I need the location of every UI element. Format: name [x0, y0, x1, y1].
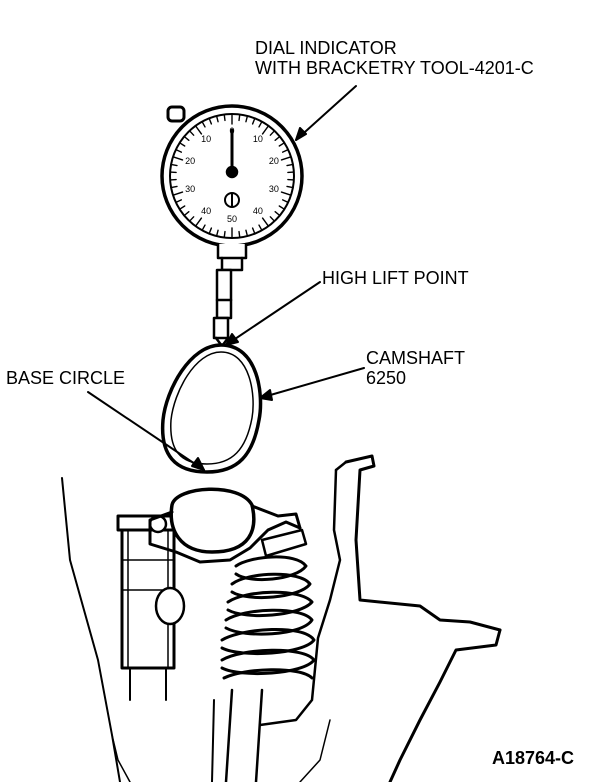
camshaft-label-line2: 6250 [366, 368, 407, 388]
dial-number: 50 [226, 214, 237, 224]
figure-id-label: A18764-C [492, 748, 575, 768]
dial-number: 10 [252, 134, 263, 145]
dial-tick [238, 230, 241, 239]
dial-tick [201, 120, 206, 128]
dial-tick [245, 115, 249, 123]
dial-number: 0 [229, 126, 235, 136]
dial-tick [269, 130, 276, 136]
dial-tick [274, 210, 281, 217]
camshaft-lobe [160, 343, 263, 474]
dial-tick [172, 156, 184, 161]
dial-tick [201, 224, 206, 232]
dial-tick [178, 142, 186, 147]
dial-number: 40 [252, 205, 263, 216]
dial-tick [245, 229, 249, 237]
dial-number: 30 [185, 183, 196, 194]
dial-number: 20 [185, 156, 196, 167]
dial-tick [281, 199, 289, 204]
dial-number: 10 [201, 134, 212, 145]
dial-tick [208, 117, 213, 125]
dial-tick [280, 191, 292, 196]
dial-tick [238, 113, 241, 122]
dial-tick [261, 125, 270, 135]
dial-tick [170, 163, 178, 167]
dial-tick [281, 148, 289, 153]
dial-tick [286, 163, 294, 167]
dial-tick [175, 199, 183, 204]
dial-tick [223, 113, 226, 122]
dial-tick [172, 191, 184, 196]
dial-number: 20 [268, 156, 279, 167]
dial-tick [278, 205, 286, 210]
dial-tick [194, 217, 203, 227]
dial-tick [170, 185, 178, 189]
dial-indicator-label-line2: WITH BRACKETRY TOOL-4201-C [255, 58, 534, 78]
dial-tick [194, 125, 203, 135]
dial-tick [188, 216, 195, 222]
dial-tick [188, 130, 195, 136]
dial-tick [269, 216, 276, 222]
dial-tick [251, 227, 256, 235]
dial-indicator-label-line1: DIAL INDICATOR [255, 38, 397, 58]
dial-tick [274, 135, 281, 142]
dial-tick [208, 227, 213, 235]
dial-tick [261, 217, 270, 227]
rocker-arm-assembly [61, 454, 502, 782]
dial-tick [178, 205, 186, 210]
camshaft-label-line1: CAMSHAFT [366, 348, 465, 368]
dial-indicator [160, 104, 304, 348]
leader-lines [87, 85, 365, 471]
dial-tick [215, 115, 219, 123]
dial-tick [175, 148, 183, 153]
dial-number: 40 [201, 205, 212, 216]
high-lift-point-label: HIGH LIFT POINT [322, 268, 469, 288]
dial-tick [215, 229, 219, 237]
dial-tick [278, 142, 286, 147]
dial-tick [251, 117, 256, 125]
dial-tick [258, 120, 263, 128]
dial-number: 30 [268, 183, 279, 194]
dial-tick [258, 224, 263, 232]
dial-tick [223, 230, 226, 239]
base-circle-label: BASE CIRCLE [6, 368, 126, 388]
dial-tick [286, 185, 294, 189]
dial-tick [280, 156, 292, 161]
dial-tick [183, 135, 190, 142]
dial-tick [183, 210, 190, 217]
